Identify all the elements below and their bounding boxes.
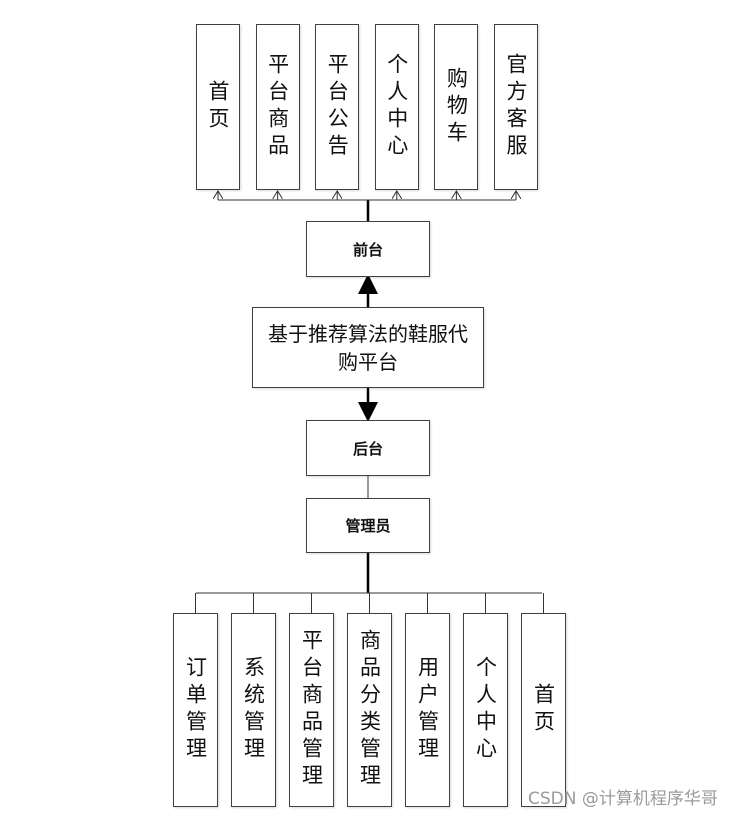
module-box: 个人中心 — [463, 613, 508, 807]
module-label: 平台商品管理 — [299, 629, 324, 791]
module-label: 个人中心 — [384, 53, 409, 161]
module-box: 平台商品 — [255, 24, 300, 190]
module-box: 平台公告 — [315, 24, 360, 190]
module-label: 平台商品 — [265, 53, 290, 161]
module-label: 用户管理 — [415, 656, 440, 764]
root-node: 基于推荐算法的鞋服代购平台 — [252, 307, 484, 388]
module-label: 官方客服 — [504, 53, 528, 161]
admin-label: 管理员 — [345, 517, 391, 535]
module-label: 平台公告 — [325, 53, 350, 161]
module-label: 首页 — [206, 80, 230, 134]
backend-node: 后台 — [306, 420, 430, 476]
module-box: 平台商品管理 — [289, 613, 334, 807]
module-label: 购物车 — [444, 66, 469, 148]
module-box: 个人中心 — [374, 24, 419, 190]
module-box: 系统管理 — [231, 613, 276, 807]
module-label: 系统管理 — [241, 656, 266, 764]
module-label: 首页 — [531, 683, 556, 737]
backend-label: 后台 — [352, 439, 383, 458]
frontend-label: 前台 — [352, 240, 383, 259]
module-label: 订单管理 — [183, 656, 208, 764]
module-box: 购物车 — [434, 24, 479, 190]
module-box: 首页 — [521, 613, 566, 807]
root-label: 基于推荐算法的鞋服代购平台 — [268, 321, 468, 374]
admin-node: 管理员 — [306, 498, 430, 553]
module-box: 官方客服 — [494, 24, 538, 190]
module-box: 用户管理 — [405, 613, 450, 807]
module-box: 商品分类管理 — [347, 613, 392, 807]
module-box: 订单管理 — [173, 613, 218, 807]
module-label: 商品分类管理 — [357, 629, 382, 791]
frontend-node: 前台 — [306, 221, 430, 277]
watermark: CSDN @计算机程序华哥 — [528, 789, 718, 809]
module-box: 首页 — [196, 24, 240, 190]
module-label: 个人中心 — [473, 656, 498, 764]
